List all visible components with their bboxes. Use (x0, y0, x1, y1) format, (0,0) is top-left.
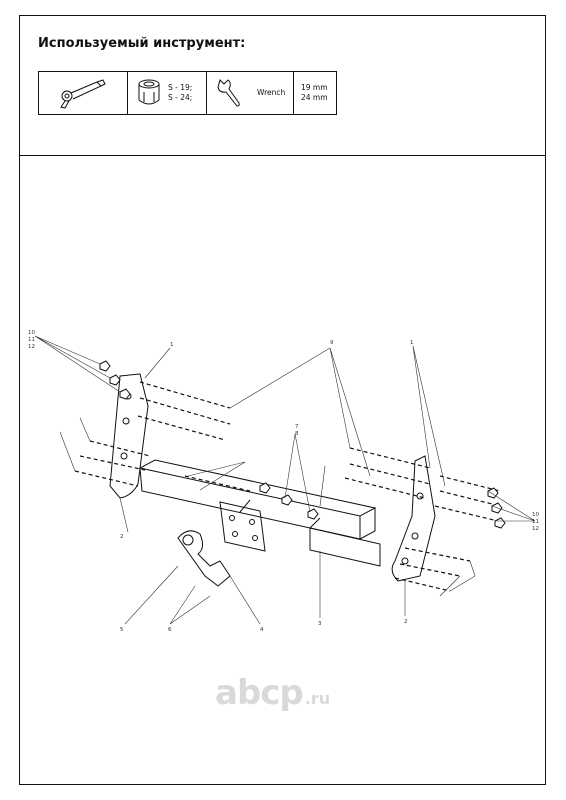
left-bolts (74, 381, 251, 492)
wrench-size-24: 24 mm (301, 93, 328, 102)
right-bracket (391, 455, 436, 582)
callout-2-left: 2 (120, 534, 124, 540)
callout-6: 6 (168, 627, 172, 633)
socket-icon (138, 79, 160, 105)
left-bracket (109, 373, 149, 499)
socket-sizes: S - 19; S - 24; (168, 83, 192, 103)
callout-8: 8 (295, 431, 299, 437)
socket-size-19: S - 19; (168, 83, 193, 92)
right-bolts (344, 447, 501, 592)
tools-title: Используемый инструмент: (38, 36, 246, 51)
callout-12: 12 (28, 344, 35, 350)
tool-cell-ratchet (38, 71, 128, 115)
tools-table: S - 19; S - 24; Wrench 19 mm 24 mm (38, 71, 337, 117)
leader-lines (34, 335, 536, 625)
callout-9: 9 (330, 340, 334, 346)
wrench-size-19: 19 mm (301, 83, 328, 92)
callout-5: 5 (120, 627, 124, 633)
tool-cell-sizes: 19 mm 24 mm (293, 71, 337, 115)
watermark: abcp .ru (215, 676, 330, 710)
callout-3: 3 (318, 621, 322, 627)
callout-11-right: 11 (532, 519, 539, 525)
socket-size-24: S - 24; (168, 93, 193, 102)
tool-cell-socket: S - 19; S - 24; (127, 71, 207, 115)
tow-ball (177, 530, 231, 587)
callout-10: 10 (28, 330, 35, 336)
callout-7: 7 (295, 424, 299, 430)
wrench-label: Wrench (257, 88, 286, 97)
center-plate (219, 501, 266, 552)
callout-10-right: 10 (532, 512, 539, 518)
header-divider (20, 155, 545, 156)
callout-4: 4 (260, 627, 264, 633)
callout-11: 11 (28, 337, 35, 343)
callout-2-right: 2 (404, 619, 408, 625)
callout-12-right: 12 (532, 526, 539, 532)
page-frame: Используемый инструмент: (19, 15, 546, 785)
watermark-suffix: .ru (304, 689, 331, 708)
callout-1-left: 1 (170, 342, 174, 348)
callout-labels: 10 11 12 1 9 1 7 8 2 2 3 4 5 6 10 11 12 (28, 330, 539, 633)
towbar-assembly-drawing: 10 11 12 1 9 1 7 8 2 2 3 4 5 6 10 11 12 (28, 330, 539, 633)
callout-1-right: 1 (410, 340, 414, 346)
ratchet-wrench-icon (60, 79, 106, 109)
tool-cell-wrench: Wrench (206, 71, 294, 115)
wrench-sizes: 19 mm 24 mm (301, 83, 328, 103)
wrench-icon (217, 79, 240, 107)
nuts (99, 360, 506, 529)
watermark-main: abcp (215, 673, 304, 713)
